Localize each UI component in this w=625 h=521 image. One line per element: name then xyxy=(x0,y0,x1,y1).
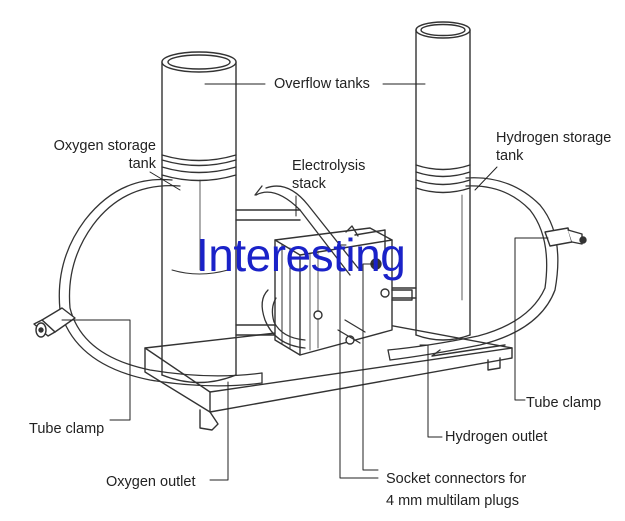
label-hydrogen-storage-tank: Hydrogen storage tank xyxy=(496,129,611,165)
right-tube-clamp xyxy=(544,227,587,247)
leader-lines xyxy=(61,83,549,481)
label-hydrogen-storage-line2: tank xyxy=(496,148,524,164)
label-hydrogen-storage-line1: Hydrogen storage xyxy=(496,130,612,146)
label-oxygen-storage-tank: Oxygen storage tank xyxy=(22,137,156,173)
label-hydrogen-outlet: Hydrogen outlet xyxy=(445,429,548,445)
left-tank xyxy=(161,51,237,384)
watermark-text: Interesting xyxy=(196,229,406,281)
right-tank xyxy=(415,21,471,341)
label-socket-connectors: Socket connectors for 4 mm multilam plug… xyxy=(386,468,526,512)
left-tube-clamp xyxy=(33,307,76,338)
label-electrolysis-line1: Electrolysis xyxy=(292,158,366,174)
label-oxygen-storage-line1: Oxygen storage xyxy=(53,138,156,154)
label-socket-line1: Socket connectors for xyxy=(386,471,527,487)
label-oxygen-outlet: Oxygen outlet xyxy=(106,474,196,490)
label-overflow-tanks: Overflow tanks xyxy=(274,76,370,92)
label-tube-clamp-left: Tube clamp xyxy=(29,421,105,437)
label-oxygen-storage-line2: tank xyxy=(128,156,156,172)
label-socket-line2: 4 mm multilam plugs xyxy=(386,493,519,509)
label-tube-clamp-right: Tube clamp xyxy=(526,395,602,411)
hydrogen-tube xyxy=(387,177,559,361)
label-electrolysis-line2: stack xyxy=(292,176,326,192)
inner-tubes xyxy=(254,185,366,349)
label-electrolysis-stack: Electrolysis stack xyxy=(292,157,365,193)
